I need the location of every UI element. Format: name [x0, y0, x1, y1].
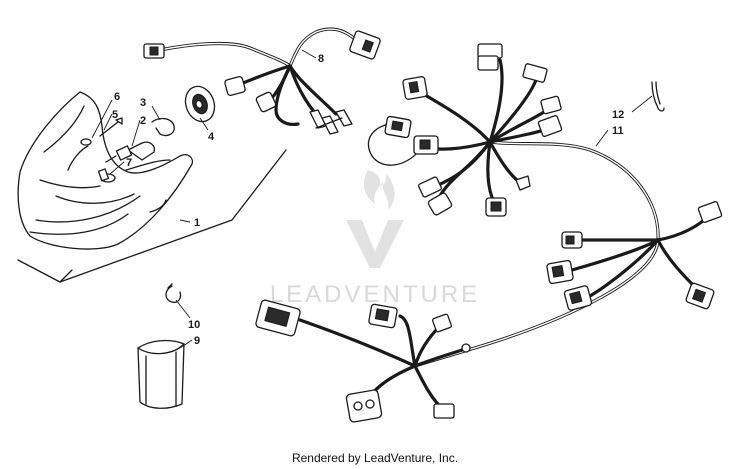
headlight-wire-harness [143, 27, 381, 135]
bulb-dust-cover [184, 85, 216, 123]
connector-icon [417, 176, 443, 198]
connector-icon [255, 91, 277, 113]
callout-12: 12 [612, 109, 624, 121]
watermark-logo-icon [346, 170, 404, 268]
connector-icon [433, 403, 455, 419]
connector-icon [537, 114, 563, 138]
position-bulb [97, 168, 110, 182]
callout-8: 8 [318, 53, 324, 65]
leader-lines [91, 49, 653, 349]
ring-terminal-icon [461, 343, 471, 353]
connector-icon [345, 389, 383, 423]
callout-6: 6 [114, 91, 120, 103]
cable-tie-ring [165, 283, 182, 304]
connector-icon [697, 200, 723, 224]
callout-5: 5 [112, 109, 118, 121]
watermark-text: LEADVENTURE [270, 281, 480, 308]
callouts: 1 2 3 4 5 6 7 8 9 10 11 12 [112, 53, 624, 347]
callout-7: 7 [126, 157, 132, 169]
callout-11: 11 [612, 125, 624, 137]
callout-4: 4 [208, 131, 215, 143]
connector-icon [427, 192, 453, 216]
harness-clip [651, 81, 665, 112]
bulb-retaining-clip [151, 117, 175, 137]
adjusting-screw [99, 117, 123, 137]
connector-icon [432, 313, 452, 333]
callout-1: 1 [194, 217, 200, 229]
connector-icon [540, 95, 562, 115]
watermark: LEADVENTURE [270, 170, 480, 308]
callout-9: 9 [194, 335, 200, 347]
connector-icon [224, 75, 246, 97]
callout-3: 3 [140, 97, 146, 109]
callout-2: 2 [140, 115, 146, 127]
connector-icon [522, 63, 548, 83]
headlight-bulb [105, 141, 156, 163]
ring-terminal-icon [515, 175, 531, 191]
footer-credit: Rendered by LeadVenture, Inc. [291, 451, 459, 465]
grommet [80, 138, 92, 146]
main-wire-harness [255, 43, 723, 423]
protective-sleeve [137, 339, 185, 409]
headlight-assembly-bracket [17, 149, 287, 283]
callout-10: 10 [188, 319, 200, 331]
